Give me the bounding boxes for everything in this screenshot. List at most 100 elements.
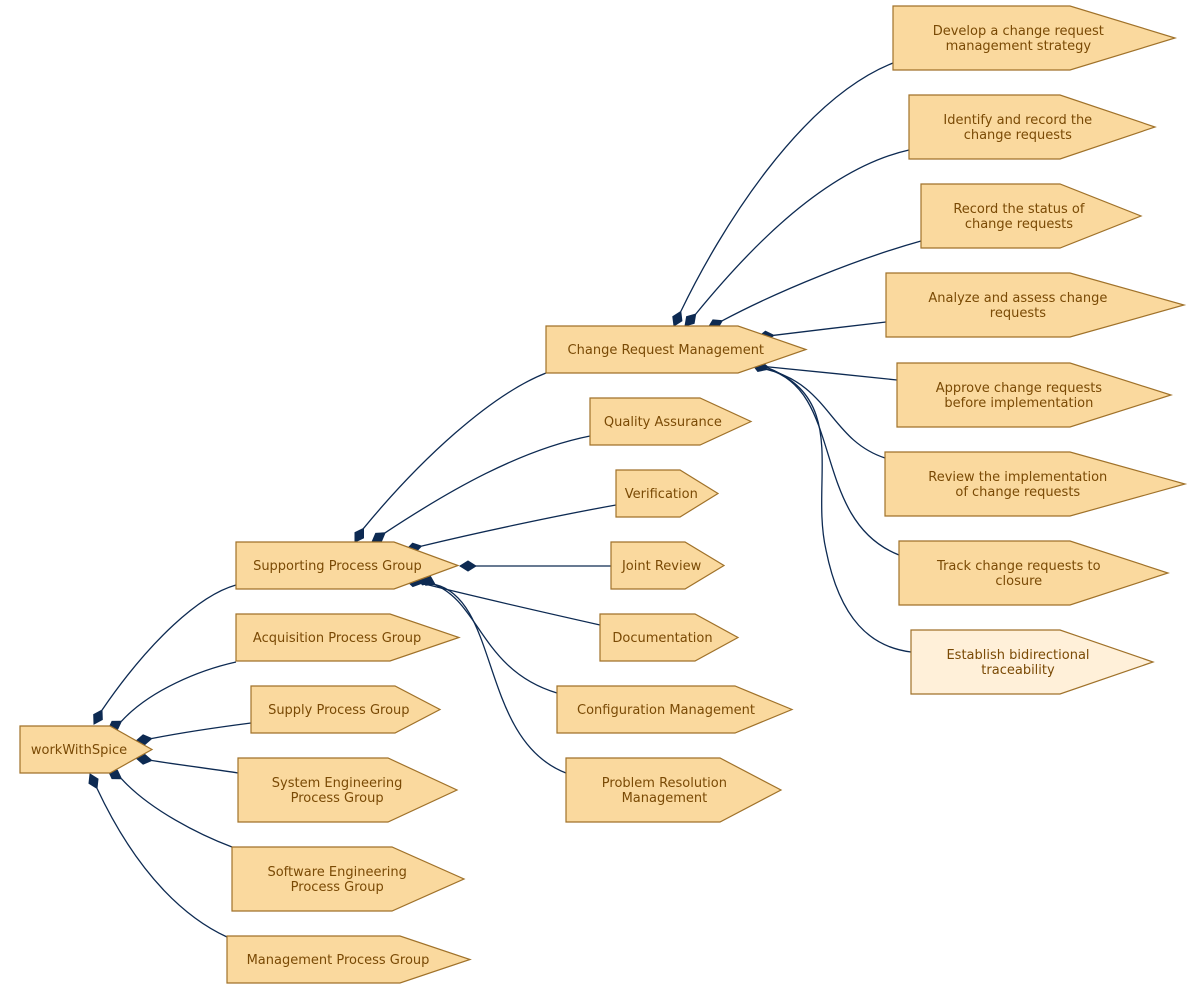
node-crm[interactable]: Change Request Management xyxy=(545,325,808,374)
node-verification[interactable]: Verification xyxy=(615,469,720,518)
node-label-problem-res-line-1: Problem Resolution xyxy=(602,776,727,791)
node-shape-software-eng xyxy=(231,846,466,912)
node-shape-crm xyxy=(545,325,808,374)
node-shape-supply xyxy=(250,685,442,734)
node-label-develop-strategy-line-1: Develop a change request xyxy=(933,24,1104,39)
edge-supporting-to-problem-res xyxy=(434,583,567,774)
node-shape-approve xyxy=(896,362,1173,428)
node-label-analyze-assess-line-2: requests xyxy=(990,306,1046,321)
node-label-bidirectional-line-1: Establish bidirectional xyxy=(946,648,1089,663)
node-label-supporting-line-1: Supporting Process Group xyxy=(253,559,422,574)
edge-supporting-to-crm xyxy=(362,372,547,529)
node-shape-management xyxy=(226,935,472,984)
node-shape-acquisition xyxy=(235,613,461,662)
node-label-problem-res-line-2: Management xyxy=(622,791,708,806)
node-shape-problem-res xyxy=(565,757,783,823)
node-acquisition[interactable]: Acquisition Process Group xyxy=(235,613,461,662)
node-label-track-closure-line-2: closure xyxy=(995,574,1042,589)
edge-root-to-management xyxy=(96,788,228,938)
edge-root-to-system-eng xyxy=(151,759,239,774)
edge-crm-to-track-closure xyxy=(766,368,900,556)
node-documentation[interactable]: Documentation xyxy=(599,613,740,662)
node-label-approve-line-2: before implementation xyxy=(944,396,1093,411)
node-label-review-impl-line-2: of change requests xyxy=(955,485,1080,500)
node-shape-config-mgmt xyxy=(556,685,794,734)
node-label-verification-line-1: Verification xyxy=(625,487,698,502)
node-label-management-line-1: Management Process Group xyxy=(247,953,430,968)
node-shape-develop-strategy xyxy=(892,5,1178,71)
edge-crm-to-record-status xyxy=(721,240,922,322)
node-label-system-eng-line-2: Process Group xyxy=(291,791,384,806)
node-label-supply-line-1: Supply Process Group xyxy=(268,703,409,718)
edge-crm-to-develop-strategy xyxy=(680,62,894,312)
edge-crm-to-bidirectional xyxy=(766,366,912,653)
node-shape-system-eng xyxy=(237,757,459,823)
edge-supporting-to-config-mgmt xyxy=(431,582,558,694)
edge-crm-to-review-impl xyxy=(766,368,886,459)
composition-diamond-develop-strategy xyxy=(672,310,683,327)
node-shape-documentation xyxy=(599,613,740,662)
composition-diamond-crm xyxy=(354,527,364,543)
node-label-identify-record-line-2: change requests xyxy=(964,128,1072,143)
edge-supporting-to-verification xyxy=(421,504,617,547)
composition-diamond-supporting xyxy=(93,709,103,725)
node-shape-root xyxy=(19,725,154,774)
edge-crm-to-identify-record xyxy=(695,149,910,315)
node-config-mgmt[interactable]: Configuration Management xyxy=(556,685,794,734)
node-label-crm-line-1: Change Request Management xyxy=(568,343,764,358)
node-shape-record-status xyxy=(920,183,1143,249)
node-shape-joint-review xyxy=(610,541,726,590)
node-label-software-eng-line-1: Software Engineering xyxy=(267,865,406,880)
node-label-root-line-1: workWithSpice xyxy=(31,743,127,758)
node-label-analyze-assess-line-1: Analyze and assess change xyxy=(928,291,1107,306)
node-label-acquisition-line-1: Acquisition Process Group xyxy=(253,631,421,646)
composition-diamond-joint-review xyxy=(459,560,477,572)
node-shape-supporting xyxy=(235,541,460,590)
node-label-documentation-line-1: Documentation xyxy=(612,631,712,646)
node-joint-review[interactable]: Joint Review xyxy=(610,541,726,590)
node-label-record-status-line-1: Record the status of xyxy=(953,202,1085,217)
composition-diamond-qa xyxy=(371,532,386,543)
node-management[interactable]: Management Process Group xyxy=(226,935,472,984)
node-shape-bidirectional xyxy=(910,629,1155,695)
node-shape-track-closure xyxy=(898,540,1170,606)
edge-root-to-software-eng xyxy=(120,778,233,848)
composition-diamond-management xyxy=(88,773,99,790)
node-label-identify-record-line-1: Identify and record the xyxy=(943,113,1092,128)
node-qa[interactable]: Quality Assurance xyxy=(589,397,753,446)
node-label-qa-line-1: Quality Assurance xyxy=(604,415,722,430)
node-label-software-eng-line-2: Process Group xyxy=(291,880,384,895)
edge-root-to-supply xyxy=(151,722,252,740)
edge-supporting-to-qa xyxy=(384,435,591,534)
edge-crm-to-analyze-assess xyxy=(773,321,887,336)
node-shape-identify-record xyxy=(908,94,1157,160)
node-shape-review-impl xyxy=(884,451,1188,517)
node-label-bidirectional-line-2: traceability xyxy=(981,663,1055,678)
node-label-approve-line-1: Approve change requests xyxy=(936,381,1103,396)
node-root[interactable]: workWithSpice xyxy=(19,725,154,774)
node-label-develop-strategy-line-2: management strategy xyxy=(946,39,1092,54)
node-supply[interactable]: Supply Process Group xyxy=(250,685,442,734)
edge-root-to-supporting xyxy=(101,584,237,711)
node-label-system-eng-line-1: System Engineering xyxy=(272,776,403,791)
node-label-record-status-line-2: change requests xyxy=(965,217,1073,232)
node-label-review-impl-line-1: Review the implementation xyxy=(928,470,1107,485)
composition-diamond-identify-record xyxy=(684,313,697,327)
edge-root-to-acquisition xyxy=(120,661,237,722)
node-supporting[interactable]: Supporting Process Group xyxy=(235,541,460,590)
node-shape-analyze-assess xyxy=(885,272,1187,338)
node-shape-verification xyxy=(615,469,720,518)
